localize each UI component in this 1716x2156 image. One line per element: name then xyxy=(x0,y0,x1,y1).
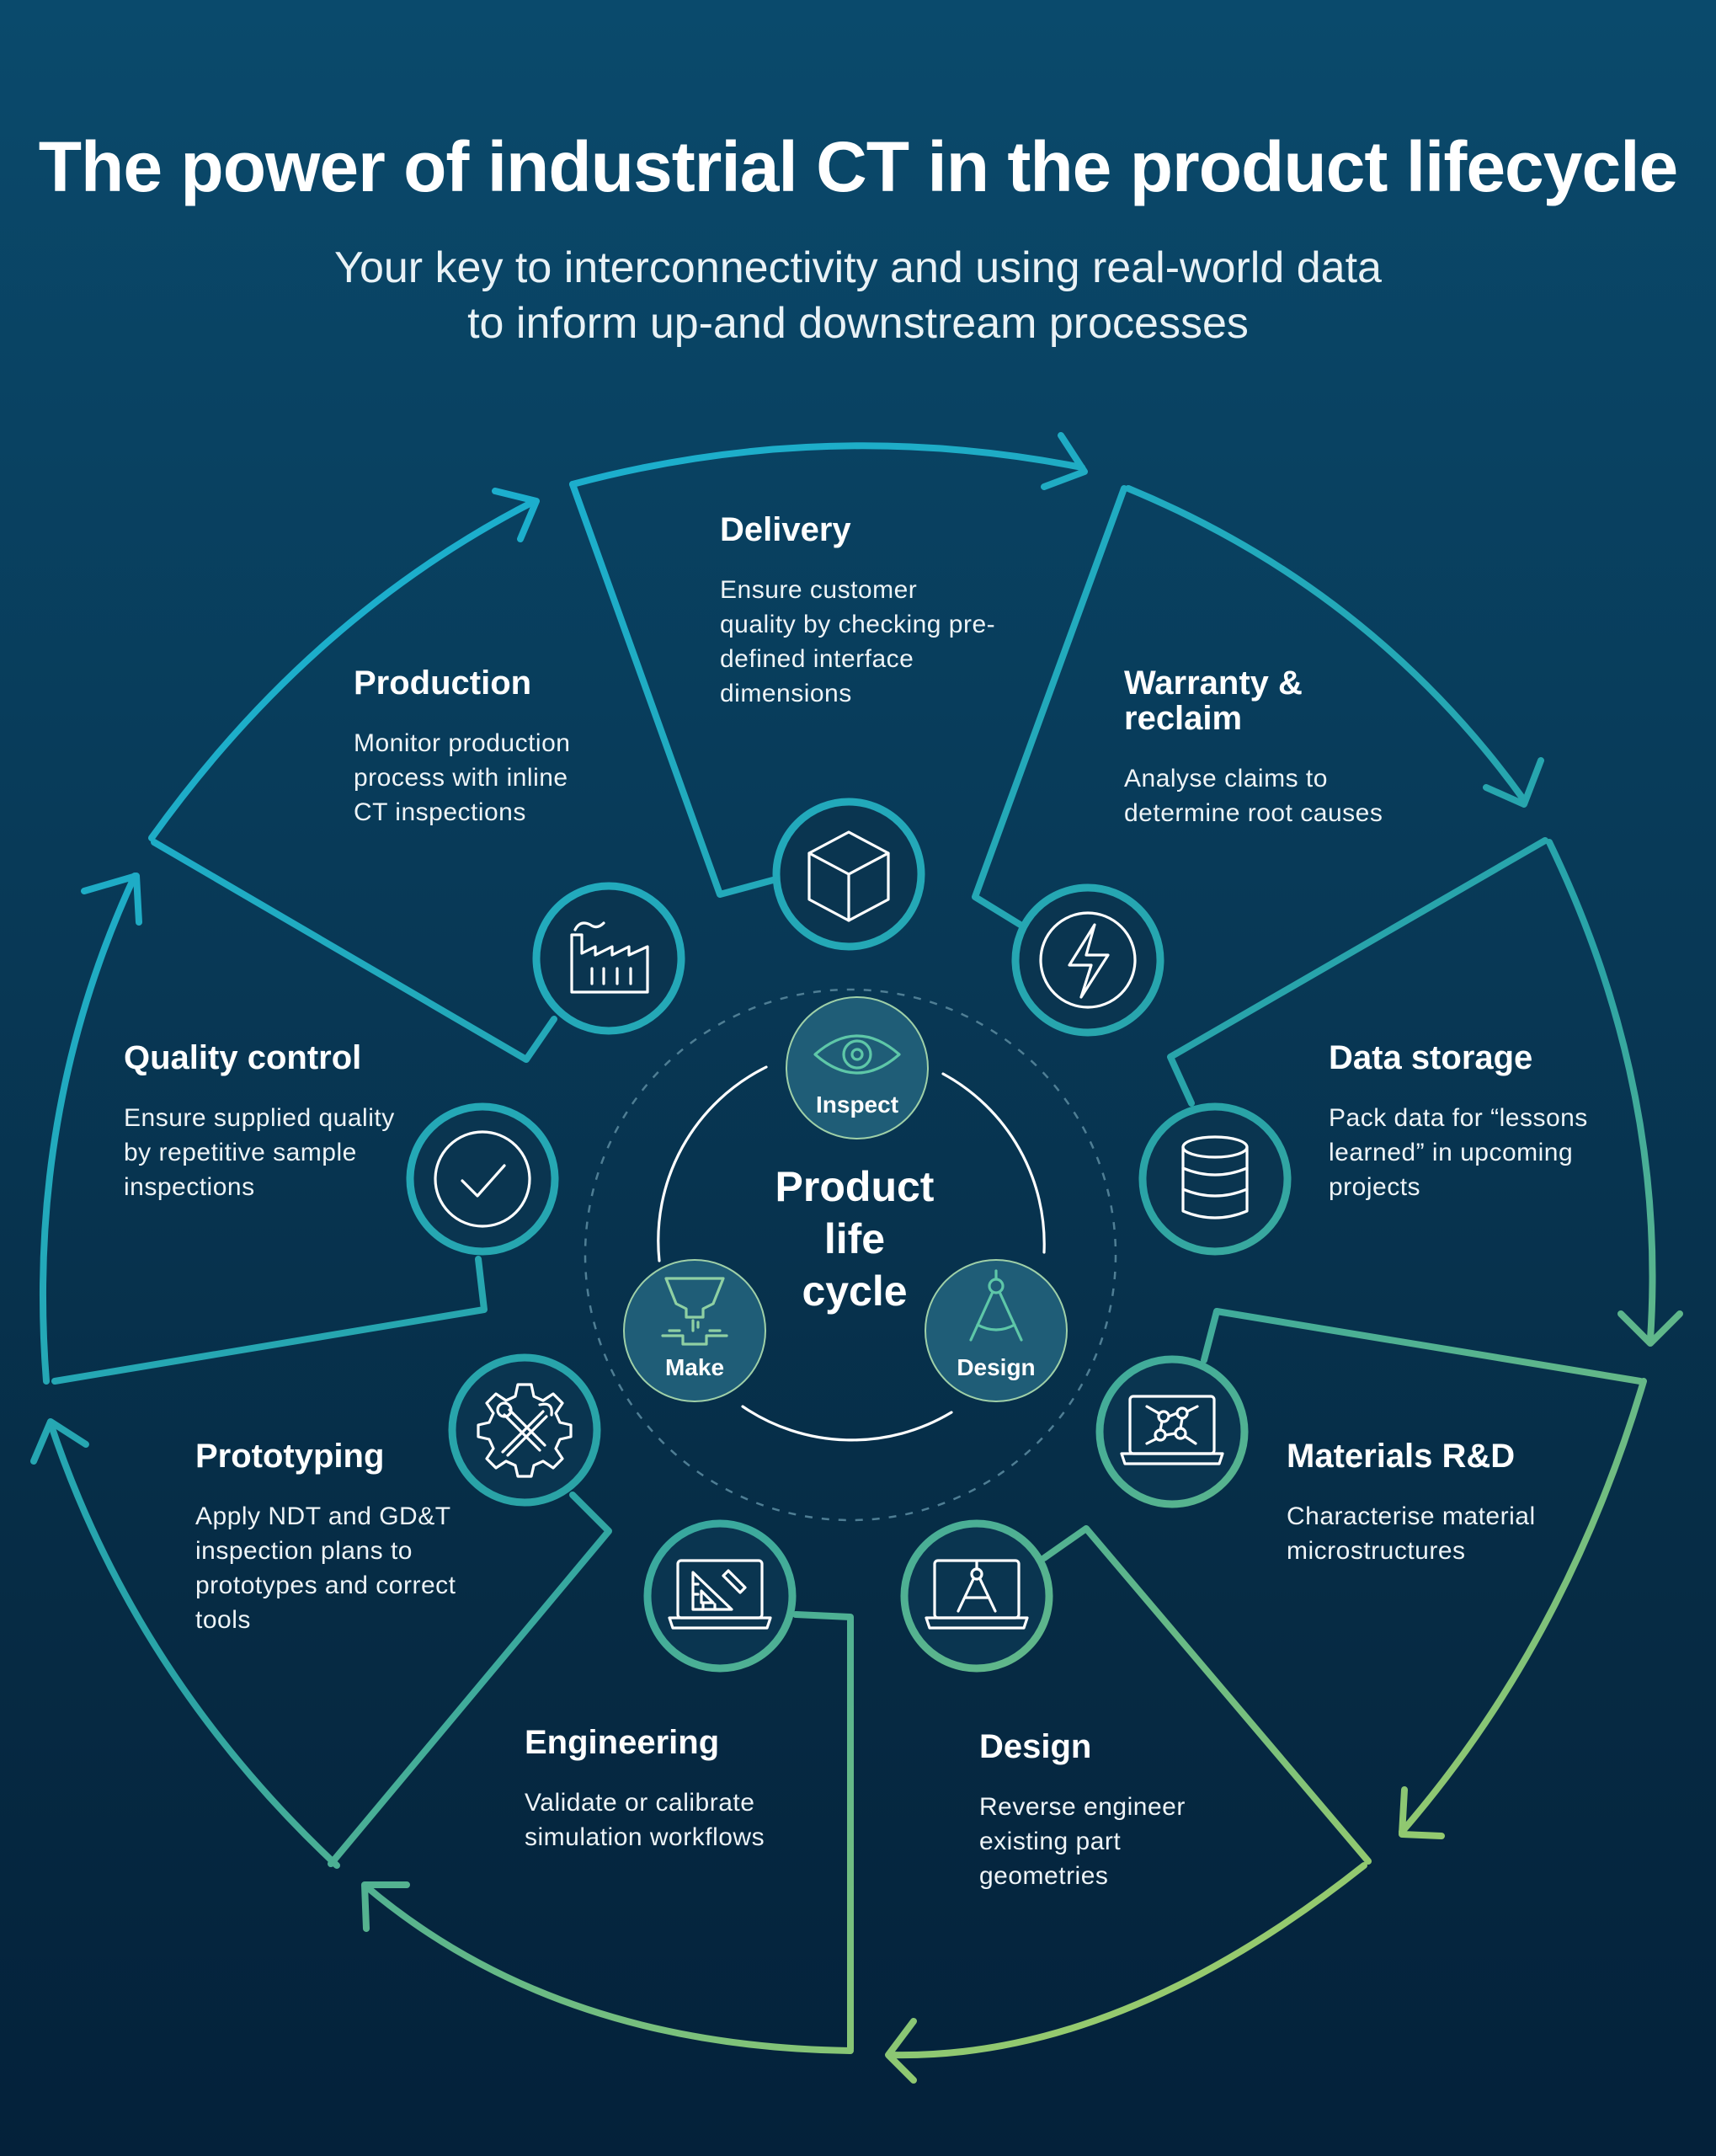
stage-label-make: Make xyxy=(664,1354,725,1380)
data-storage-boundary xyxy=(1167,837,1548,1107)
database-icon xyxy=(1181,1135,1249,1219)
segment-warranty-reclaim: Warranty & reclaim Analyse claims to det… xyxy=(1124,665,1478,830)
segment-description: Reverse engineer existing part geometrie… xyxy=(979,1793,1186,1890)
segment-prototyping: Prototyping Apply NDT and GD&T inspectio… xyxy=(195,1438,549,1637)
lightning-icon xyxy=(1039,911,1137,1009)
segment-title: Materials R&D xyxy=(1287,1438,1516,1475)
arrow-data-storage-to-materials xyxy=(1546,839,1683,1347)
center-title-line-3: cycle xyxy=(802,1267,908,1315)
quality-control-node xyxy=(406,1102,559,1256)
laptop-ruler-icon xyxy=(668,1559,772,1630)
segment-title: Data storage xyxy=(1329,1039,1533,1076)
checkmark-icon xyxy=(434,1130,531,1228)
segment-description: Apply NDT and GD&T inspection plans to p… xyxy=(195,1502,456,1634)
center-arc-right xyxy=(941,1072,1046,1254)
materials-boundary xyxy=(1201,1308,1644,1385)
quality-control-boundary xyxy=(51,1256,488,1385)
subtitle-line-2: to inform up-and downstream processes xyxy=(467,299,1249,348)
dispenser-icon xyxy=(661,1277,728,1346)
center-arc-bottom xyxy=(741,1405,953,1442)
arrow-warranty-to-data-storage xyxy=(1125,485,1544,808)
arrow-materials-to-design xyxy=(1399,1378,1647,1839)
delivery-boundary xyxy=(569,481,776,898)
production-node xyxy=(532,882,685,1035)
arrow-delivery-to-warranty xyxy=(569,432,1088,490)
arrow-design-to-engineering xyxy=(885,1862,1367,2084)
segment-title: Warranty & reclaim xyxy=(1124,664,1303,737)
warranty-boundary xyxy=(972,485,1127,930)
segment-description: Validate or calibrate simulation workflo… xyxy=(525,1789,765,1851)
segment-title: Design xyxy=(979,1728,1092,1765)
page-title: The power of industrial CT in the produc… xyxy=(38,127,1679,206)
subtitle-line-1: Your key to interconnectivity and using … xyxy=(334,243,1382,292)
segment-quality-control: Quality control Ensure supplied quality … xyxy=(124,1040,477,1204)
design-node xyxy=(900,1519,1053,1673)
engineering-boundary xyxy=(792,1611,854,2052)
center-title: Product life cycle xyxy=(737,1161,973,1317)
make-stage-node xyxy=(623,1259,766,1402)
segment-production: Production Monitor production process wi… xyxy=(354,665,707,830)
data-storage-node xyxy=(1138,1102,1292,1256)
segment-title: Delivery xyxy=(720,511,851,548)
arrow-quality-control-to-production xyxy=(39,873,142,1385)
segment-title: Prototyping xyxy=(195,1438,385,1475)
materials-node xyxy=(1095,1355,1249,1508)
segment-data-storage: Data storage Pack data for “lessons lear… xyxy=(1329,1040,1682,1204)
design-boundary xyxy=(1041,1525,1372,1865)
cube-icon xyxy=(807,830,890,922)
arrow-production-to-delivery xyxy=(148,488,540,841)
laptop-microstructure-icon xyxy=(1120,1395,1224,1465)
segment-description: Characterise material microstructures xyxy=(1287,1502,1536,1565)
segment-title: Engineering xyxy=(525,1724,720,1761)
prototyping-boundary xyxy=(328,1492,612,1867)
eye-icon xyxy=(813,1034,901,1075)
segment-delivery: Delivery Ensure customer quality by chec… xyxy=(720,512,1074,711)
segment-engineering: Engineering Validate or calibrate simula… xyxy=(525,1725,878,1854)
stage-label-inspect: Inspect xyxy=(815,1091,899,1118)
segment-description: Pack data for “lessons learned” in upcom… xyxy=(1329,1104,1588,1201)
warranty-node xyxy=(1011,883,1164,1037)
center-title-line-2: life xyxy=(823,1215,886,1262)
center-arc-left xyxy=(657,1065,768,1262)
segment-description: Ensure customer quality by checking pre-… xyxy=(720,576,996,707)
center-dashed-ring xyxy=(584,988,1117,1522)
center-title-line-1: Product xyxy=(775,1163,935,1210)
laptop-compass-icon xyxy=(925,1559,1029,1630)
arrow-engineering-to-prototyping xyxy=(361,1881,854,2054)
factory-icon xyxy=(570,921,649,994)
segment-title: Quality control xyxy=(124,1039,362,1076)
production-boundary xyxy=(151,839,557,1063)
engineering-node xyxy=(643,1519,797,1673)
gear-tools-icon xyxy=(477,1383,573,1478)
segment-description: Monitor production process with inline C… xyxy=(354,729,571,826)
segment-description: Analyse claims to determine root causes xyxy=(1124,765,1383,827)
compass-icon xyxy=(969,1269,1023,1342)
page-subtitle: Your key to interconnectivity and using … xyxy=(0,240,1716,351)
segment-title: Production xyxy=(354,664,532,702)
segment-design: Design Reverse engineer existing part ge… xyxy=(979,1729,1333,1893)
segment-materials-rd: Materials R&D Characterise material micr… xyxy=(1287,1438,1640,1568)
arrow-prototyping-to-quality-control xyxy=(30,1418,340,1869)
stage-label-design: Design xyxy=(957,1354,1036,1380)
segment-description: Ensure supplied quality by repetitive sa… xyxy=(124,1104,395,1201)
